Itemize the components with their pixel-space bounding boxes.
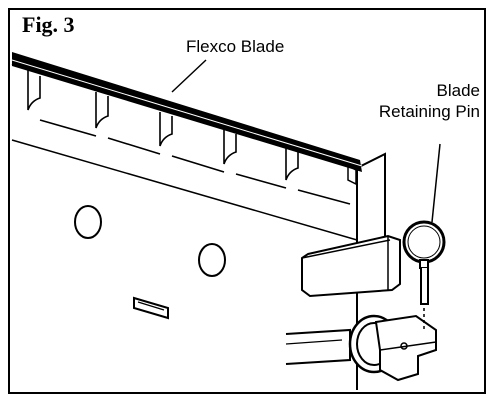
figure-frame (8, 8, 486, 394)
flexco-blade-strip (12, 52, 362, 172)
retaining-bracket (301, 234, 401, 298)
retaining-pin-label-line2: Retaining Pin (378, 102, 480, 121)
figure-label: Fig. 3 (22, 12, 75, 37)
blade-highlight (11, 59, 363, 167)
bar-end-face (356, 152, 386, 240)
blade-leader-line (171, 59, 207, 93)
bar-face-line (11, 139, 358, 241)
retaining-pin-ring (402, 220, 446, 264)
bar-hole-right (198, 243, 226, 277)
bar-hole-left (74, 205, 102, 239)
flexco-blade-label: Flexco Blade (186, 37, 285, 56)
retaining-pin-label: Blade Retaining Pin (379, 80, 480, 122)
pin-leader-line (431, 143, 441, 223)
bar-slot (133, 296, 169, 320)
lower-channel (285, 328, 351, 365)
retaining-pin-shaft (420, 268, 429, 305)
blade-end-clip (347, 164, 357, 186)
retaining-pin-label-line1: Blade (436, 81, 480, 100)
blade-segments (27, 70, 351, 205)
